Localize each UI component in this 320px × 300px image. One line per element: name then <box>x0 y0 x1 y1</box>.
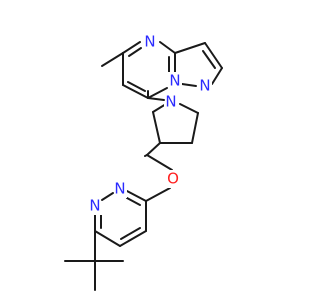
bond-npyrr-c2 <box>179 103 199 114</box>
bond-c2-n1 <box>211 67 223 85</box>
molecule-svg: N N N N O N N <box>64 33 223 291</box>
atom-bg-o <box>166 170 180 188</box>
bond-pdC3-pdN2 <box>126 190 147 202</box>
atom-label-n7a: N <box>169 72 180 90</box>
bond-c3a-c3 <box>174 42 206 54</box>
atom-bg-pdn1 <box>88 197 102 215</box>
bond-c4-c5p <box>152 111 161 144</box>
bond-methyl <box>101 52 124 67</box>
atom-bg-n4 <box>143 33 157 51</box>
atom-label-pyridazine-n1: N <box>89 197 100 215</box>
atom-label-npyrrolidine: N <box>165 93 176 111</box>
bond-c5-n4 <box>122 41 141 54</box>
bond-c7-npyrr-visible <box>147 97 165 101</box>
atom-bg-n7a <box>168 72 182 90</box>
bond-pdC4-pdC5-double <box>120 227 141 240</box>
atom-bg-pdn2 <box>113 180 127 198</box>
bond-n4-c3a <box>159 41 176 54</box>
bond-ch2-o-main <box>146 154 173 171</box>
atom-label-n1: N <box>199 77 210 95</box>
bond-c4-ch2 <box>146 142 161 156</box>
bond-n7a-c7 <box>147 87 168 99</box>
bond-c2-c3p <box>191 112 199 144</box>
bond-pdC3-pdN2-double <box>126 197 141 206</box>
atom-label-oxygen: O <box>167 170 179 188</box>
atom-label-n4: N <box>144 33 155 51</box>
molecule-diagram: N N N N O N N <box>64 33 223 291</box>
bond-c7-c6 <box>122 84 149 99</box>
bond-o-ring <box>145 187 171 202</box>
bond-c3-c2 <box>204 42 223 69</box>
bond-c7-c6-double <box>127 81 146 92</box>
bond-c5p-npyrr <box>152 103 167 113</box>
bond-c5-n4-double <box>128 47 142 57</box>
bond-pdN1-pdN2-visible <box>101 192 114 201</box>
atom-label-pyridazine-n2: N <box>114 180 125 198</box>
bond-pdC4-pdC5 <box>119 230 147 247</box>
bond-pdC5-pdC6 <box>94 230 121 247</box>
bond-c3-c2-double <box>202 50 216 69</box>
atom-bg-npyrr <box>164 93 178 111</box>
bond-n1-n7a <box>181 83 197 87</box>
atom-bg-n1 <box>198 77 212 95</box>
